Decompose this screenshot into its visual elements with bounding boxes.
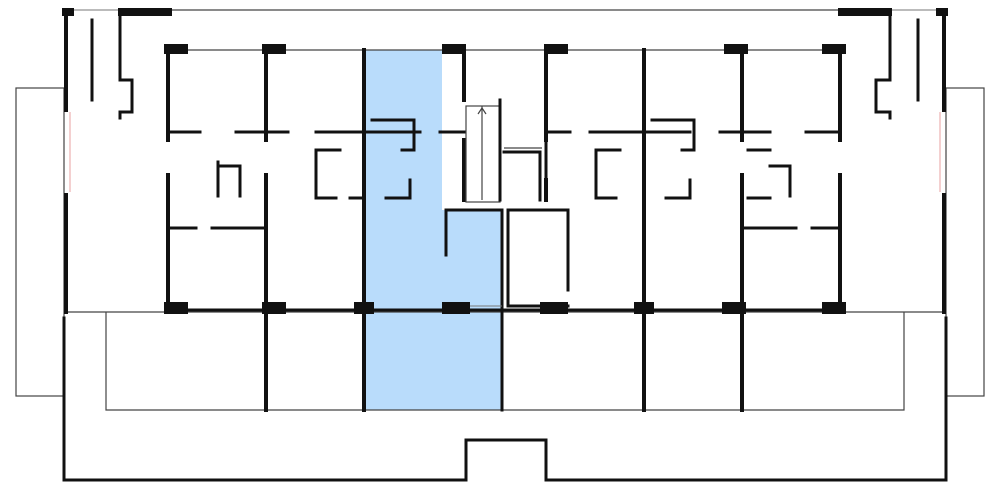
stair-core[interactable] (465, 98, 548, 203)
terrace-dividers (264, 308, 744, 412)
podium-outline (62, 316, 948, 482)
highlighted-unit-lower[interactable] (366, 310, 502, 410)
pier-n2 (838, 8, 892, 16)
terrace-outline (105, 312, 905, 411)
highlighted-unit-upper[interactable] (366, 50, 442, 310)
highlighted-unit-link[interactable] (442, 210, 502, 310)
pier-ne (936, 8, 948, 16)
right-side-balcony (945, 87, 985, 397)
north-west-corner (70, 9, 121, 50)
partition-walls (166, 48, 842, 412)
columns (164, 44, 846, 314)
highlighted-unit[interactable] (366, 50, 502, 410)
west-entry-walls (90, 12, 134, 120)
closet-blocks (216, 118, 792, 200)
east-entry-walls (874, 12, 920, 120)
room-walls (166, 130, 842, 312)
pier-n1 (118, 8, 172, 16)
pier-nw (62, 8, 74, 16)
left-side-balcony (15, 87, 65, 397)
